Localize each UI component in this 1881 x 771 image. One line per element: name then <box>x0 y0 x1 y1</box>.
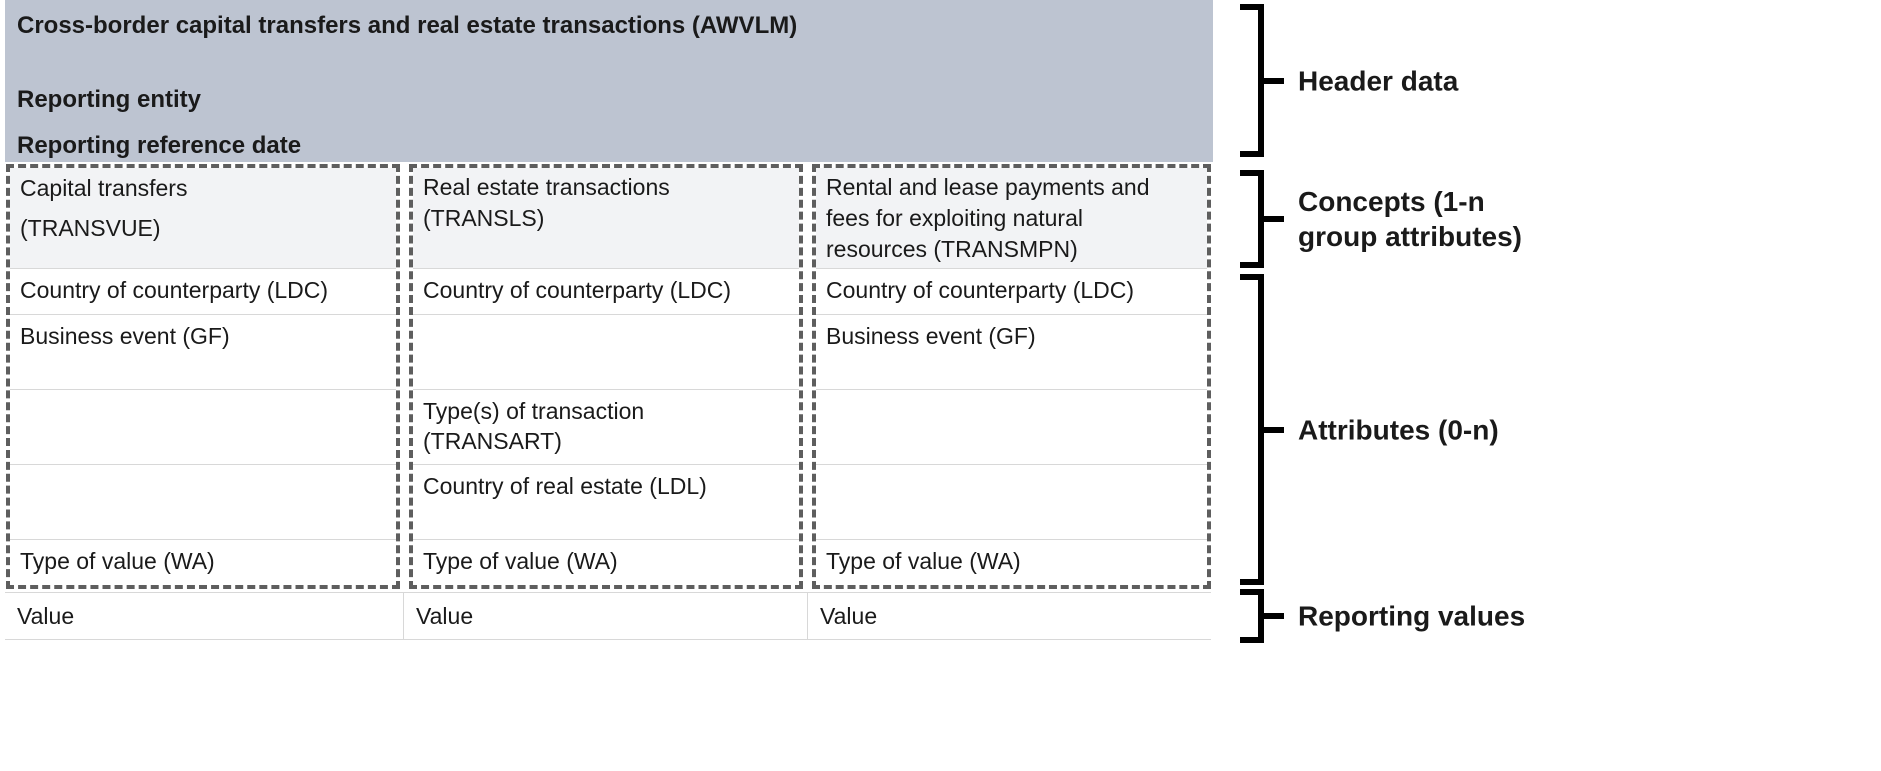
concept-column-capital-transfers: Capital transfers (TRANSVUE) Country of … <box>6 164 400 589</box>
concept-column-rental-lease-payments: Rental and lease payments and fees for e… <box>812 164 1211 589</box>
concepts-bracket <box>1240 170 1284 268</box>
bracket-mid-tick <box>1264 426 1284 433</box>
attribute-cell-empty <box>816 389 1207 464</box>
concept-title-transls: Real estate transactions (TRANSLS) <box>413 168 799 268</box>
bracket-mid-tick <box>1264 77 1284 84</box>
attribute-country-of-counterparty: Country of counterparty (LDC) <box>413 268 799 314</box>
annotation-concepts: Concepts (1-n group attributes) <box>1298 186 1522 252</box>
annotation-header-data: Header data <box>1298 65 1459 97</box>
attribute-type-of-transaction: Type(s) of transaction (TRANSART) <box>413 389 799 464</box>
header-data-section: Cross-border capital transfers and real … <box>5 0 1213 162</box>
concept-column-real-estate-transactions: Real estate transactions (TRANSLS) Count… <box>409 164 803 589</box>
attribute-country-of-real-estate: Country of real estate (LDL) <box>413 464 799 539</box>
reporting-entity-label: Reporting entity <box>17 86 201 113</box>
reporting-values-row: Value Value Value <box>5 592 1211 640</box>
attribute-country-of-counterparty: Country of counterparty (LDC) <box>816 268 1207 314</box>
report-form-title: Cross-border capital transfers and real … <box>17 12 798 39</box>
attribute-cell-empty <box>10 464 396 539</box>
attribute-type-of-value: Type of value (WA) <box>10 539 396 585</box>
annotation-attributes: Attributes (0-n) <box>1298 414 1499 446</box>
reporting-values-bracket <box>1240 589 1284 643</box>
annotation-reporting-values: Reporting values <box>1298 600 1526 632</box>
value-cell-transvue: Value <box>5 593 404 639</box>
concept-title-transvue: Capital transfers (TRANSVUE) <box>10 168 396 268</box>
attribute-type-of-value: Type of value (WA) <box>413 539 799 585</box>
bracket-mid-tick <box>1264 216 1284 222</box>
attributes-bracket <box>1240 274 1284 585</box>
value-cell-transls: Value <box>404 593 808 639</box>
attribute-business-event: Business event (GF) <box>10 314 396 389</box>
bracket-mid-tick <box>1264 613 1284 619</box>
attribute-country-of-counterparty: Country of counterparty (LDC) <box>10 268 396 314</box>
attribute-type-of-value: Type of value (WA) <box>816 539 1207 585</box>
value-cell-transmpn: Value <box>820 603 878 629</box>
attribute-cell-empty <box>816 464 1207 539</box>
attribute-business-event: Business event (GF) <box>816 314 1207 389</box>
attribute-cell-empty <box>413 314 799 389</box>
header-data-bracket <box>1240 4 1284 157</box>
concept-title-transmpn: Rental and lease payments and fees for e… <box>816 168 1207 268</box>
reporting-reference-date-label: Reporting reference date <box>17 132 302 159</box>
attribute-cell-empty <box>10 389 396 464</box>
